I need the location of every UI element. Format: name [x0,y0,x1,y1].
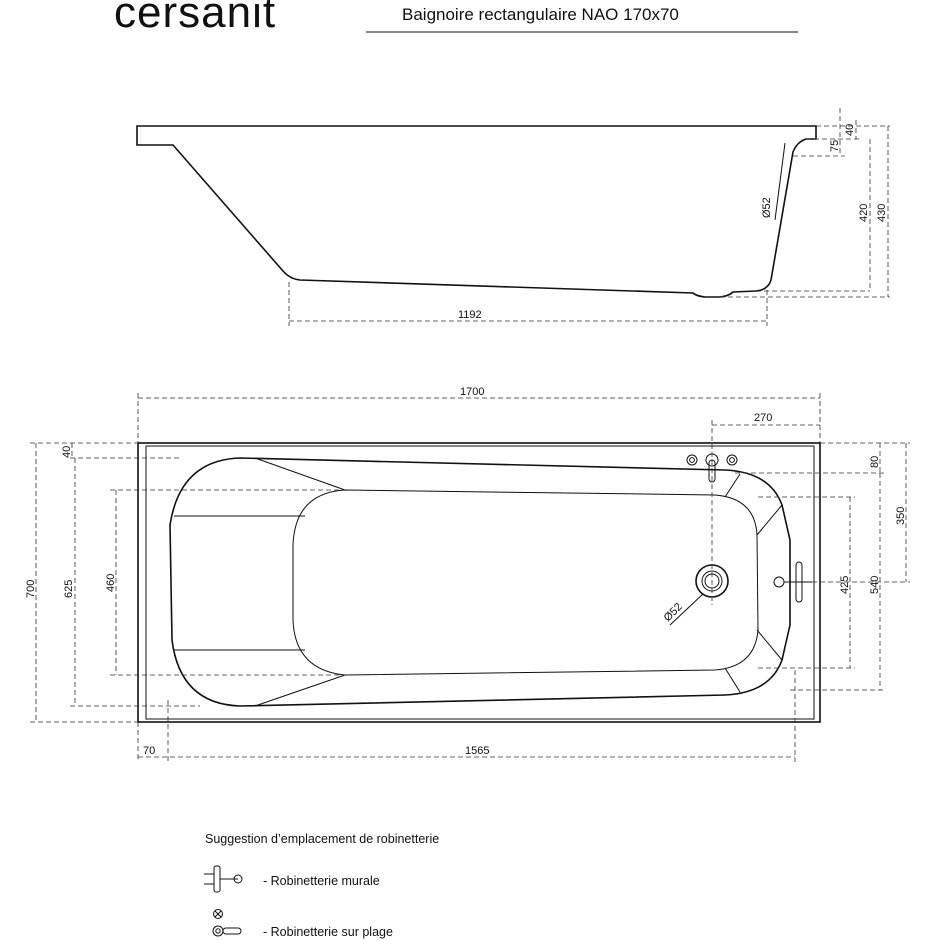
tub-outer-rim [137,442,821,723]
contour-line [254,457,346,491]
legend-label-deck: - Robinetterie sur plage [263,925,393,939]
dim-label-700: 700 [25,580,37,598]
dim-label-1565: 1565 [465,745,489,757]
top-view: Ø52 1700 270 700 625 460 40 [25,386,910,762]
overflow-diameter-label: Ø52 [761,197,773,218]
dim-label-1192: 1192 [458,309,482,321]
dim-label-270: 270 [754,412,772,424]
dim-label-350: 350 [895,507,907,525]
contour-line [756,504,783,536]
page-title: Baignoire rectangulaire NAO 170x70 [402,5,679,24]
legend-label-wall: - Robinetterie murale [263,874,380,888]
contour-line [724,473,741,498]
dim-label-70: 70 [143,745,155,757]
dim-label-540: 540 [869,576,881,594]
deck-faucet-icon [686,453,738,483]
legend-heading: Suggestion d’emplacement de robinetterie [205,832,439,846]
side-view: Ø52 1192 75 40 420 430 [136,108,890,326]
dim-label-40-top: 40 [61,446,73,458]
dim-label-80: 80 [869,456,881,468]
drain-diameter-label: Ø52 [662,601,685,624]
contour-line [724,667,741,693]
tub-bottom [292,489,759,676]
dim-label-420: 420 [858,204,870,222]
legend: Suggestion d’emplacement de robinetterie… [204,832,439,939]
contour-line [756,629,783,661]
tub-basin [169,457,791,707]
tub-inner-rim [145,445,815,720]
dim-label-430: 430 [876,204,888,222]
contour-line [254,674,346,707]
brand-logo: cersanit [114,0,276,37]
dim-label-75: 75 [829,140,841,152]
dim-label-1700: 1700 [460,386,484,398]
drain-leader [669,593,704,626]
dim-label-625: 625 [63,580,75,598]
dim-label-425: 425 [839,576,851,594]
wall-faucet-icon [204,865,243,893]
deck-faucet-icon [212,909,242,937]
overflow-line [774,142,786,221]
dim-label-40: 40 [844,124,856,136]
dim-label-460: 460 [105,574,117,592]
tub-side-profile [136,125,817,298]
wall-faucet-icon [773,561,812,603]
